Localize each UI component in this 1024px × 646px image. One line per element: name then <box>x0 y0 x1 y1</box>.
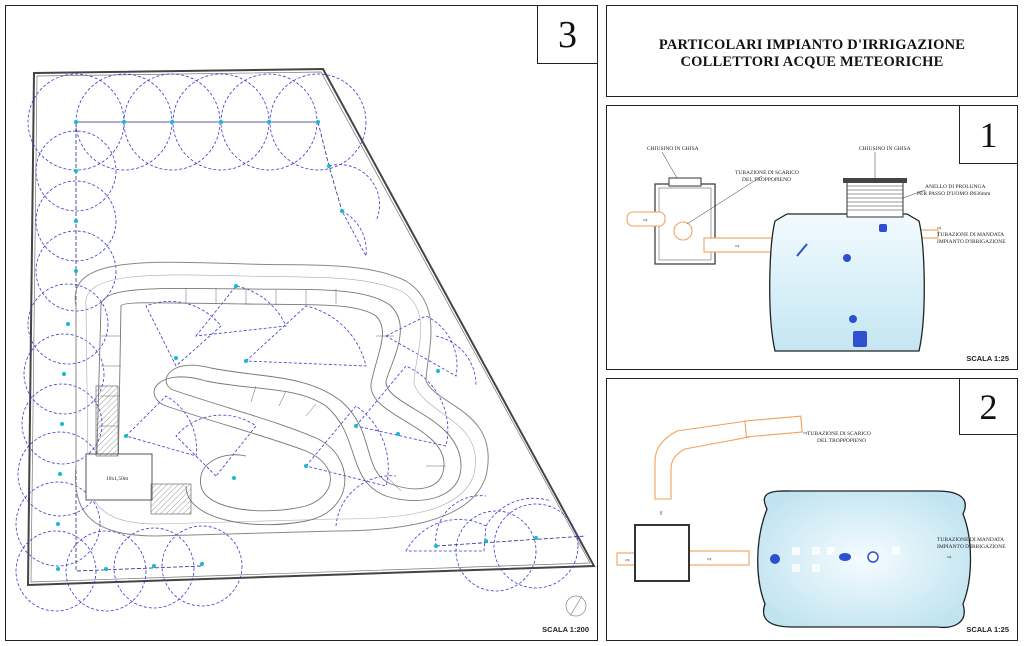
flow-arrow-icon: ⇨ <box>707 557 712 563</box>
manhole-extension <box>846 180 904 218</box>
scale-label-plan-view: SCALA 1:25 <box>966 625 1009 634</box>
track-outer-contour <box>74 261 489 537</box>
label-delivery-1: TUBAZIONE DI MANDATA <box>937 537 1004 543</box>
site-plan-drawing: 10x1,50m <box>15 67 596 617</box>
label-overflow-2: DEL TROPPOPIENO <box>817 438 866 444</box>
label-delivery-2: IMPIANTO D'IRRIGAZIONE <box>937 544 1006 550</box>
label-delivery-2: IMPIANTO D'IRRIGAZIONE <box>937 239 1006 245</box>
scale-label-plan: SCALA 1:200 <box>542 625 589 634</box>
north-arrow-icon <box>565 595 587 617</box>
flow-arrow-icon: ⇨ <box>803 431 808 437</box>
flow-arrow-icon: ⇨ <box>937 226 942 232</box>
tank-plan-drawing: ⇧ TUBAZIONE DI SCARICO DEL TROPPOPIENO T… <box>616 415 1006 629</box>
inspection-pit-plan <box>634 524 690 582</box>
panel-number-1: 1 <box>959 106 1017 164</box>
label-ring-1: ANELLO DI PROLUNGA <box>925 184 986 190</box>
label-delivery-1: TUBAZIONE DI MANDATA <box>937 232 1004 238</box>
title-line-1: PARTICOLARI IMPIANTO D'IRRIGAZIONE <box>658 37 966 53</box>
panel-number-3: 3 <box>537 6 597 64</box>
title-line-2: COLLETTORI ACQUE METEORICHE <box>680 54 944 70</box>
label-overflow-1: TUBAZIONE DI SCARICO <box>807 431 871 437</box>
site-plan-panel: 3 <box>5 5 598 641</box>
flow-arrow-icon: ⇧ <box>659 510 664 517</box>
label-overflow-1: TUBAZIONE DI SCARICO <box>735 170 799 176</box>
rain-tank-plan <box>757 490 972 629</box>
label-ring-2: PER PASSO D'UOMO Ø636mm <box>917 191 991 197</box>
tank-plan-panel: 2 ⇧ TUBAZIONE DI SCARICO DEL <box>606 378 1018 641</box>
rain-tank <box>769 213 925 352</box>
flow-arrow-icon: ⇨ <box>625 558 630 564</box>
sprinkler-heads <box>56 120 538 571</box>
label-cover-right: CHIUSINO IN GHISA <box>859 146 911 152</box>
label-cover-left: CHIUSINO IN GHISA <box>647 146 699 152</box>
label-overflow-2: DEL TROPPOPIENO <box>742 177 791 183</box>
skate-track <box>95 287 462 526</box>
tank-section-panel: 1 ⇨ ⇨ <box>606 105 1018 370</box>
tank-section-drawing: ⇨ ⇨ CHIUSINO IN GHISA TUBAZIONE DI SCARI… <box>626 146 1006 352</box>
scale-label-section: SCALA 1:25 <box>966 354 1009 363</box>
flow-arrow-icon: ⇨ <box>947 555 952 561</box>
lot-boundary <box>26 67 596 587</box>
start-box <box>85 453 153 501</box>
flow-arrow-icon: ⇨ <box>643 218 648 224</box>
title-panel: PARTICOLARI IMPIANTO D'IRRIGAZIONE COLLE… <box>606 5 1018 97</box>
start-box-label: 10x1,50m <box>106 476 129 482</box>
panel-number-2: 2 <box>959 379 1017 435</box>
flow-arrow-icon: ⇨ <box>735 244 740 250</box>
